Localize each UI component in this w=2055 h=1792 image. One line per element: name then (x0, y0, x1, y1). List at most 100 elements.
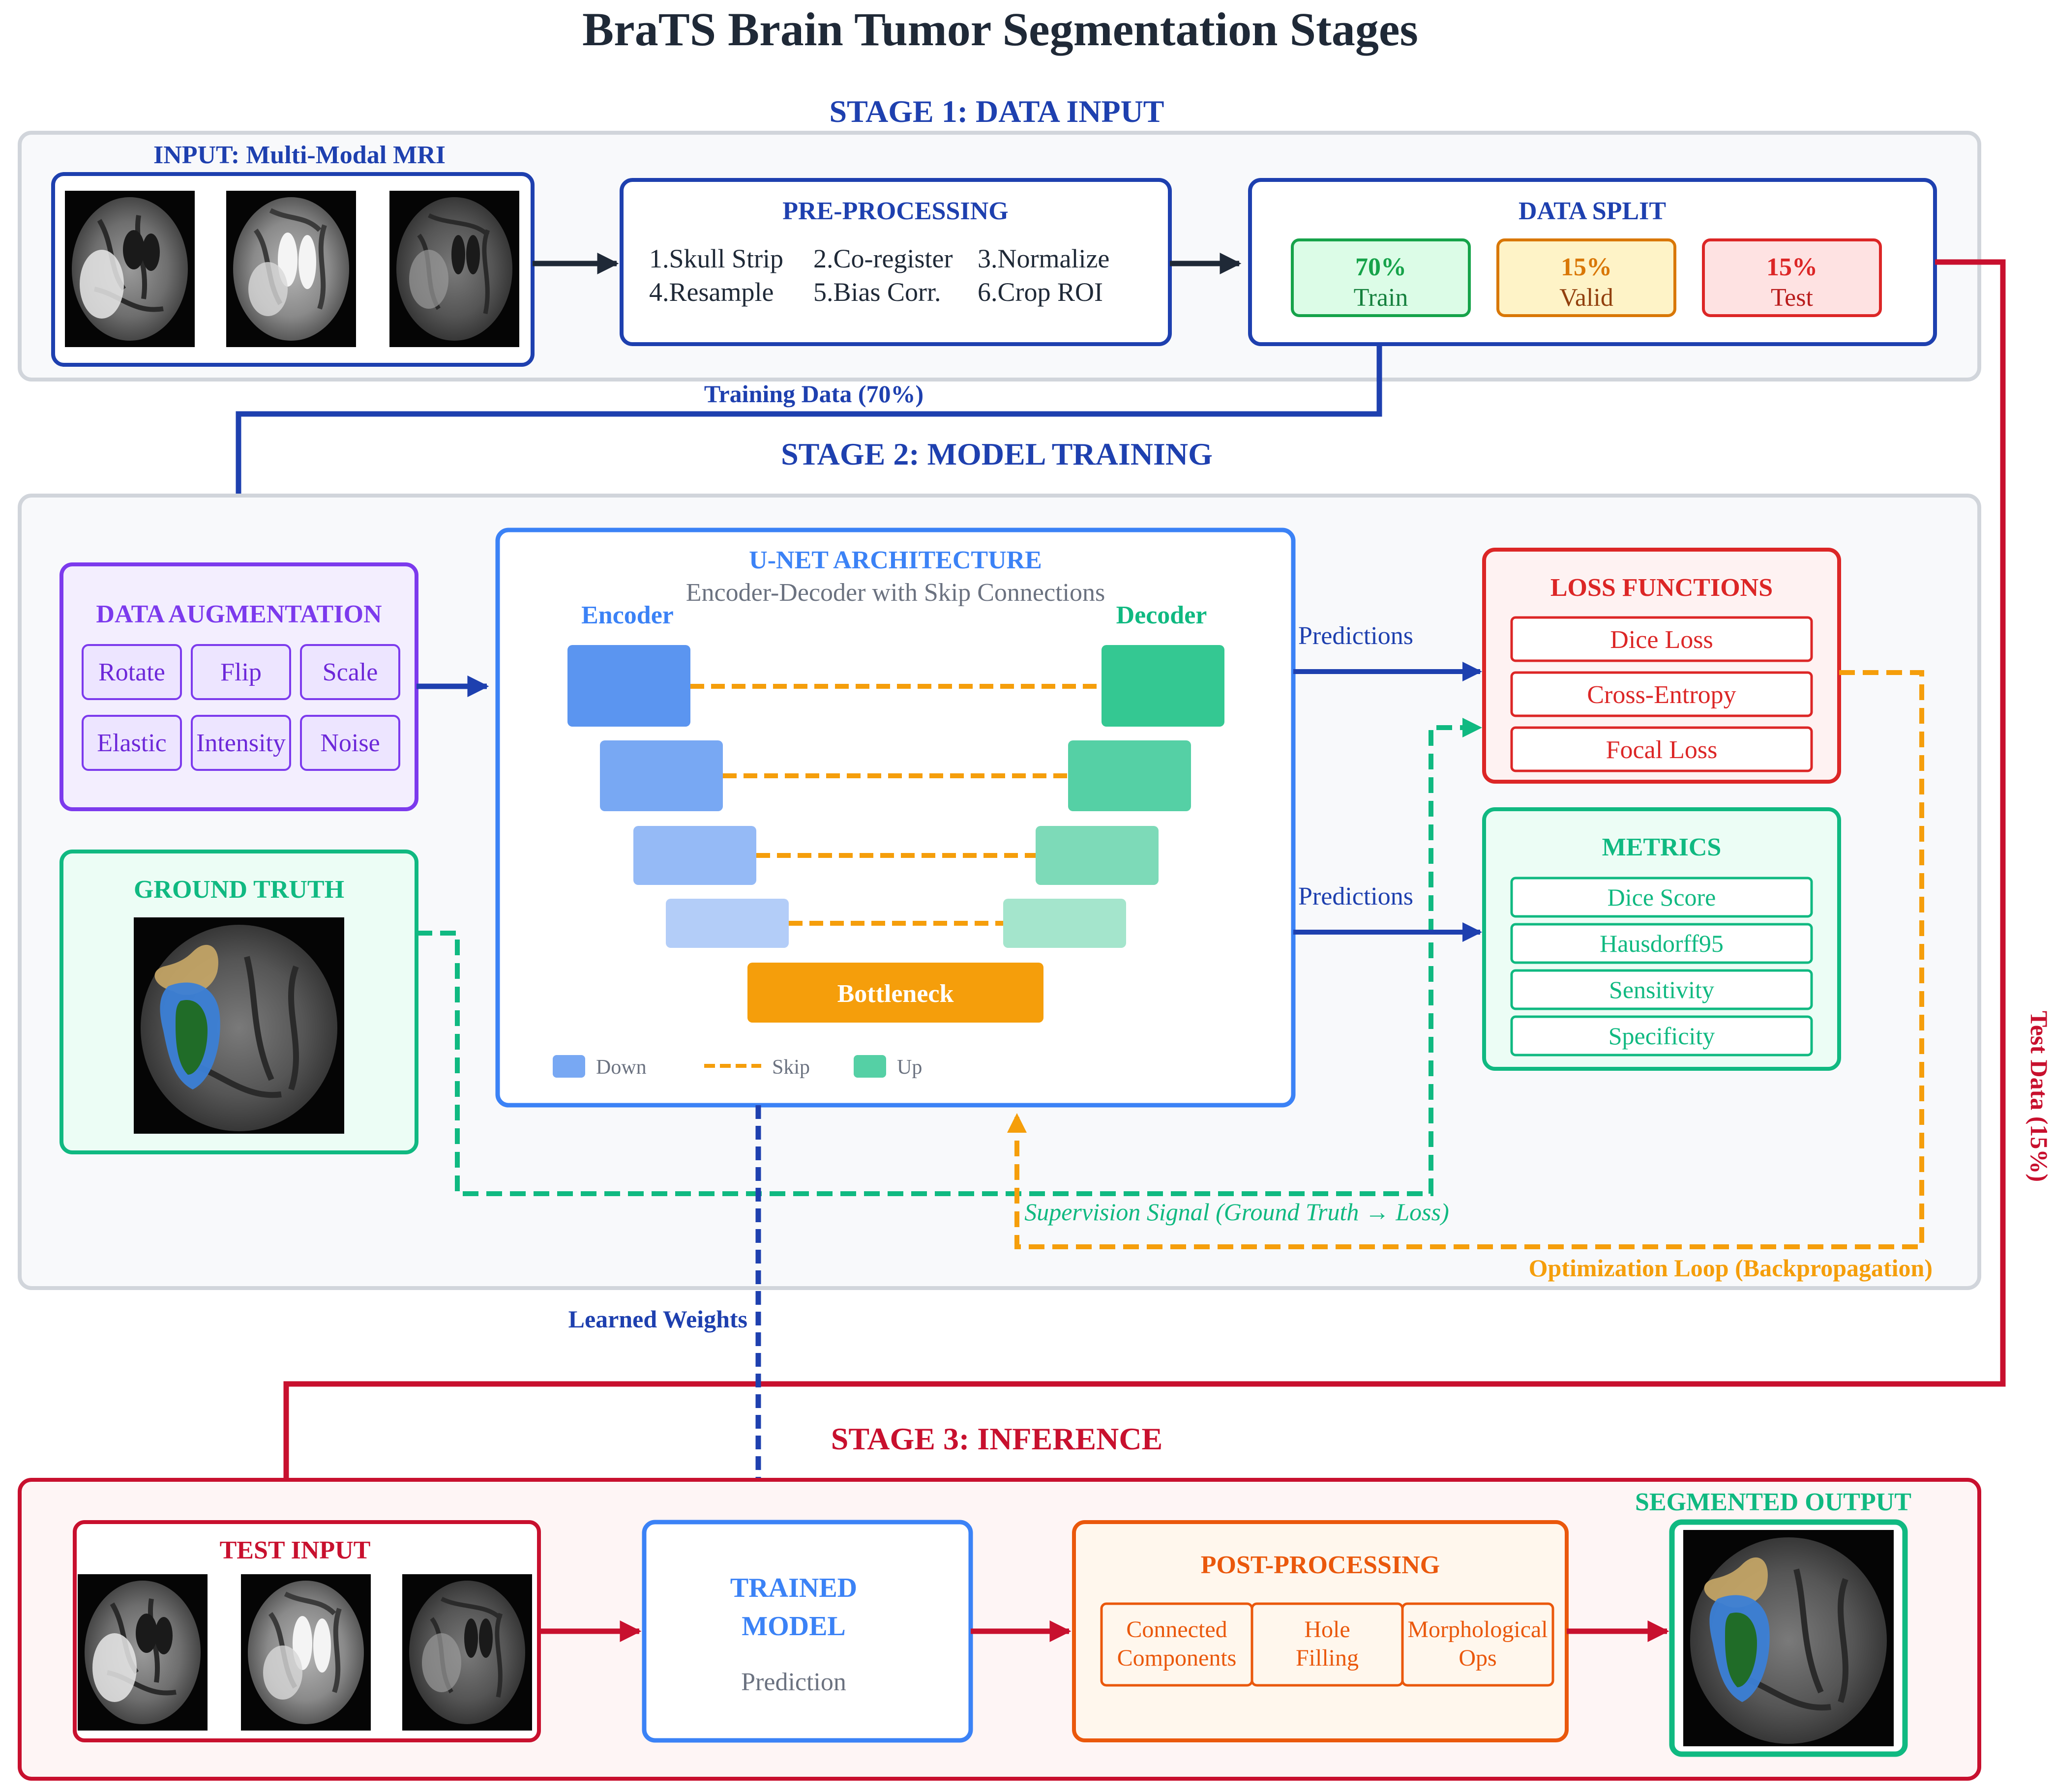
legend-skip-label: Skip (772, 1056, 810, 1079)
predictions-label-loss: Predictions (1298, 622, 1413, 650)
decoder-block (1068, 740, 1191, 811)
preprocessing-box: PRE-PROCESSING 1.Skull Strip 2.Co-regist… (620, 178, 1172, 346)
trained-model-title: TRAINED (730, 1573, 857, 1603)
augmentation-item: Elastic (97, 729, 167, 757)
bottleneck-label: Bottleneck (837, 980, 954, 1008)
loss-functions-box: LOSS FUNCTIONS Dice Loss Cross-Entropy F… (1482, 548, 1841, 784)
arrow-test-data (275, 259, 2006, 1514)
decoder-block (1003, 899, 1126, 948)
data-split-title: DATA SPLIT (1519, 197, 1666, 225)
split-test-label: Test (1771, 284, 1813, 312)
segmented-output-title: SEGMENTED OUTPUT (1635, 1488, 1911, 1516)
predictions-label-metrics: Predictions (1298, 882, 1413, 911)
augmentation-item: Intensity (196, 729, 286, 757)
augmentation-box: DATA AUGMENTATION Rotate Flip Scale Elas… (60, 562, 418, 811)
split-valid-percent: 15% (1561, 253, 1612, 281)
stage1-title: STAGE 1: DATA INPUT (830, 94, 1164, 129)
metrics-item: Specificity (1608, 1022, 1715, 1050)
encoder-block (600, 740, 723, 811)
split-valid-label: Valid (1559, 284, 1613, 312)
legend-down-label: Down (596, 1056, 647, 1079)
split-valid: 15% Valid (1496, 238, 1676, 317)
mri-t2-image (226, 191, 356, 347)
optimization-loop-label: Optimization Loop (Backpropagation) (1529, 1254, 1933, 1282)
test-data-label: Test Data (15%) (2025, 1011, 2053, 1182)
test-mri-t1-image (402, 1574, 532, 1731)
post-processing-item: Morphological (1407, 1616, 1548, 1643)
metrics-item: Sensitivity (1609, 976, 1714, 1003)
loss-item: Dice Loss (1610, 626, 1713, 654)
unet-title: U-NET ARCHITECTURE (749, 546, 1042, 574)
split-train: 70% Train (1291, 238, 1471, 317)
decoder-block (1036, 826, 1159, 885)
trained-model-box: TRAINED MODEL Prediction (642, 1520, 973, 1743)
split-train-percent: 70% (1355, 253, 1406, 281)
learned-weights-label: Learned Weights (568, 1305, 747, 1333)
encoder-block (567, 645, 690, 727)
stage2-title: STAGE 2: MODEL TRAINING (781, 437, 1213, 471)
metrics-item: Hausdorff95 (1600, 930, 1724, 957)
decoder-block (1102, 645, 1224, 727)
preprocessing-step: 5.Bias Corr. (813, 277, 941, 307)
post-processing-item: Components (1117, 1645, 1237, 1671)
encoder-block (666, 899, 789, 948)
preprocessing-step: 3.Normalize (978, 244, 1109, 273)
split-train-label: Train (1354, 284, 1408, 312)
metrics-box: METRICS Dice Score Hausdorff95 Sensitivi… (1482, 807, 1841, 1071)
post-processing-item: Filling (1296, 1645, 1359, 1671)
trained-model-title: MODEL (742, 1611, 846, 1642)
augmentation-item: Scale (323, 658, 378, 686)
page-title: BraTS Brain Tumor Segmentation Stages (582, 3, 1418, 56)
test-mri-t2-image (241, 1574, 371, 1731)
input-mri-title: INPUT: Multi-Modal MRI (153, 141, 446, 169)
augmentation-item: Flip (220, 658, 262, 686)
augmentation-item: Noise (320, 729, 380, 757)
segmented-output-box: SEGMENTED OUTPUT (1635, 1488, 1911, 1757)
metrics-title: METRICS (1602, 833, 1722, 861)
preprocessing-step: 6.Crop ROI (978, 277, 1103, 307)
post-processing-box: POST-PROCESSING Connected Components Hol… (1072, 1520, 1569, 1742)
input-mri-box: INPUT: Multi-Modal MRI (51, 141, 535, 367)
data-split-box: DATA SPLIT 70% Train 15% Valid 15% Test (1248, 178, 1937, 346)
preprocessing-step: 4.Resample (649, 277, 774, 307)
mri-flair-image (65, 191, 195, 347)
segmented-output-image (1683, 1530, 1894, 1746)
preprocessing-step: 1.Skull Strip (649, 244, 783, 273)
training-data-label: Training Data (70%) (704, 380, 923, 408)
augmentation-item: Rotate (98, 658, 165, 686)
post-processing-item: Ops (1459, 1645, 1496, 1671)
legend-up-swatch (854, 1055, 886, 1078)
preprocessing-step: 2.Co-register (813, 244, 953, 273)
mri-t1-image (389, 191, 519, 347)
arrow-supervision-signal (417, 718, 1482, 1196)
unet-box: U-NET ARCHITECTURE Encoder-Decoder with … (495, 528, 1296, 1108)
metrics-item: Dice Score (1608, 883, 1716, 911)
test-input-title: TEST INPUT (220, 1536, 371, 1564)
encoder-label: Encoder (581, 601, 674, 629)
preprocessing-title: PRE-PROCESSING (782, 197, 1008, 225)
post-processing-item: Hole (1304, 1616, 1350, 1643)
supervision-signal-label: Supervision Signal (Ground Truth → Loss) (1024, 1198, 1449, 1226)
bottleneck-block (747, 963, 1043, 1023)
unet-subtitle: Encoder-Decoder with Skip Connections (686, 579, 1105, 607)
ground-truth-title: GROUND TRUTH (134, 876, 344, 904)
ground-truth-box: GROUND TRUTH (60, 850, 418, 1154)
loss-item: Focal Loss (1606, 736, 1718, 764)
decoder-label: Decoder (1116, 601, 1207, 629)
split-test: 15% Test (1702, 238, 1882, 317)
stage3-title: STAGE 3: INFERENCE (831, 1421, 1162, 1456)
ground-truth-image (134, 917, 344, 1134)
arrow-optimization-loop (1007, 670, 1924, 1249)
augmentation-title: DATA AUGMENTATION (96, 600, 382, 628)
legend-down-swatch (553, 1055, 585, 1078)
post-processing-item: Connected (1126, 1616, 1227, 1643)
legend-up-label: Up (897, 1056, 922, 1079)
test-input-box: TEST INPUT (73, 1520, 541, 1742)
post-processing-title: POST-PROCESSING (1201, 1551, 1440, 1579)
split-test-percent: 15% (1766, 253, 1817, 281)
test-mri-flair-image (78, 1574, 208, 1731)
trained-model-subtitle: Prediction (741, 1668, 846, 1696)
loss-functions-title: LOSS FUNCTIONS (1550, 574, 1773, 602)
